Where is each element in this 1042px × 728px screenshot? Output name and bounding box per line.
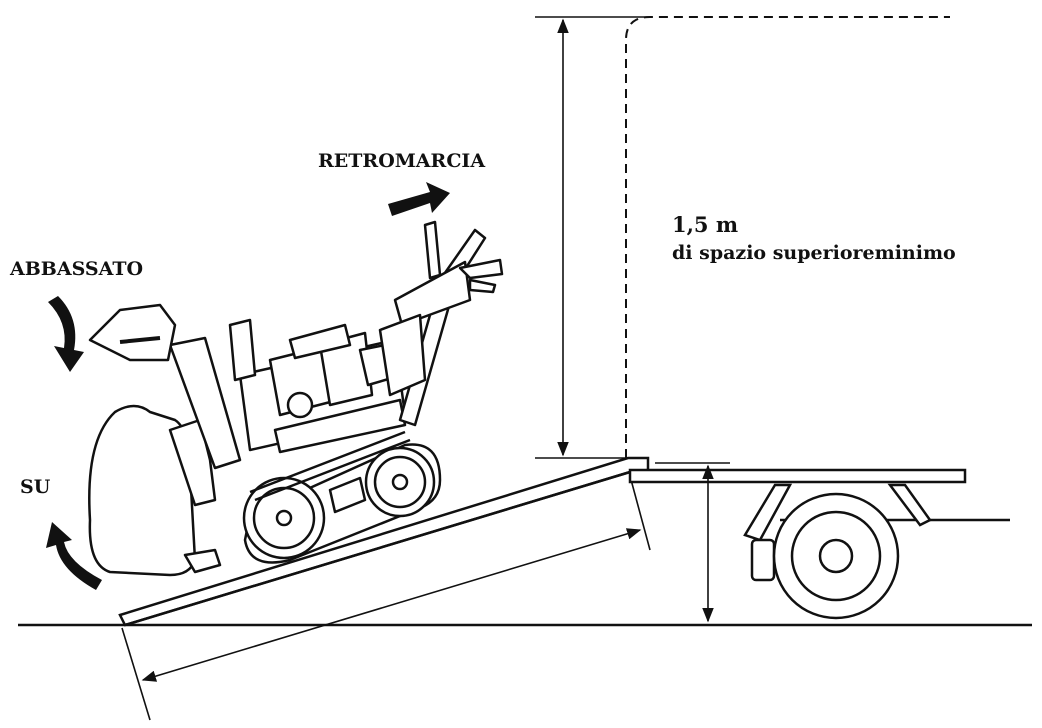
reverse-arrow: [388, 182, 450, 216]
reverse-label: RETROMARCIA: [318, 150, 486, 172]
up-label: SU: [20, 476, 51, 498]
discharge-chute: [168, 336, 242, 470]
snow-thrower: [88, 220, 504, 577]
lowered-arrow: [48, 296, 84, 372]
clearance-text-label: di spazio superioreminimo: [672, 242, 956, 264]
bed-height-dimension: [655, 462, 730, 623]
clearance-value-label: 1,5 m: [672, 212, 739, 237]
lowered-label: ABBASSATO: [10, 258, 144, 280]
up-arrow: [46, 522, 102, 590]
truck: [628, 468, 1010, 620]
track-assembly: [242, 430, 442, 564]
ramp-length-dimension: [121, 475, 651, 721]
clearance-dimension: [535, 16, 950, 459]
